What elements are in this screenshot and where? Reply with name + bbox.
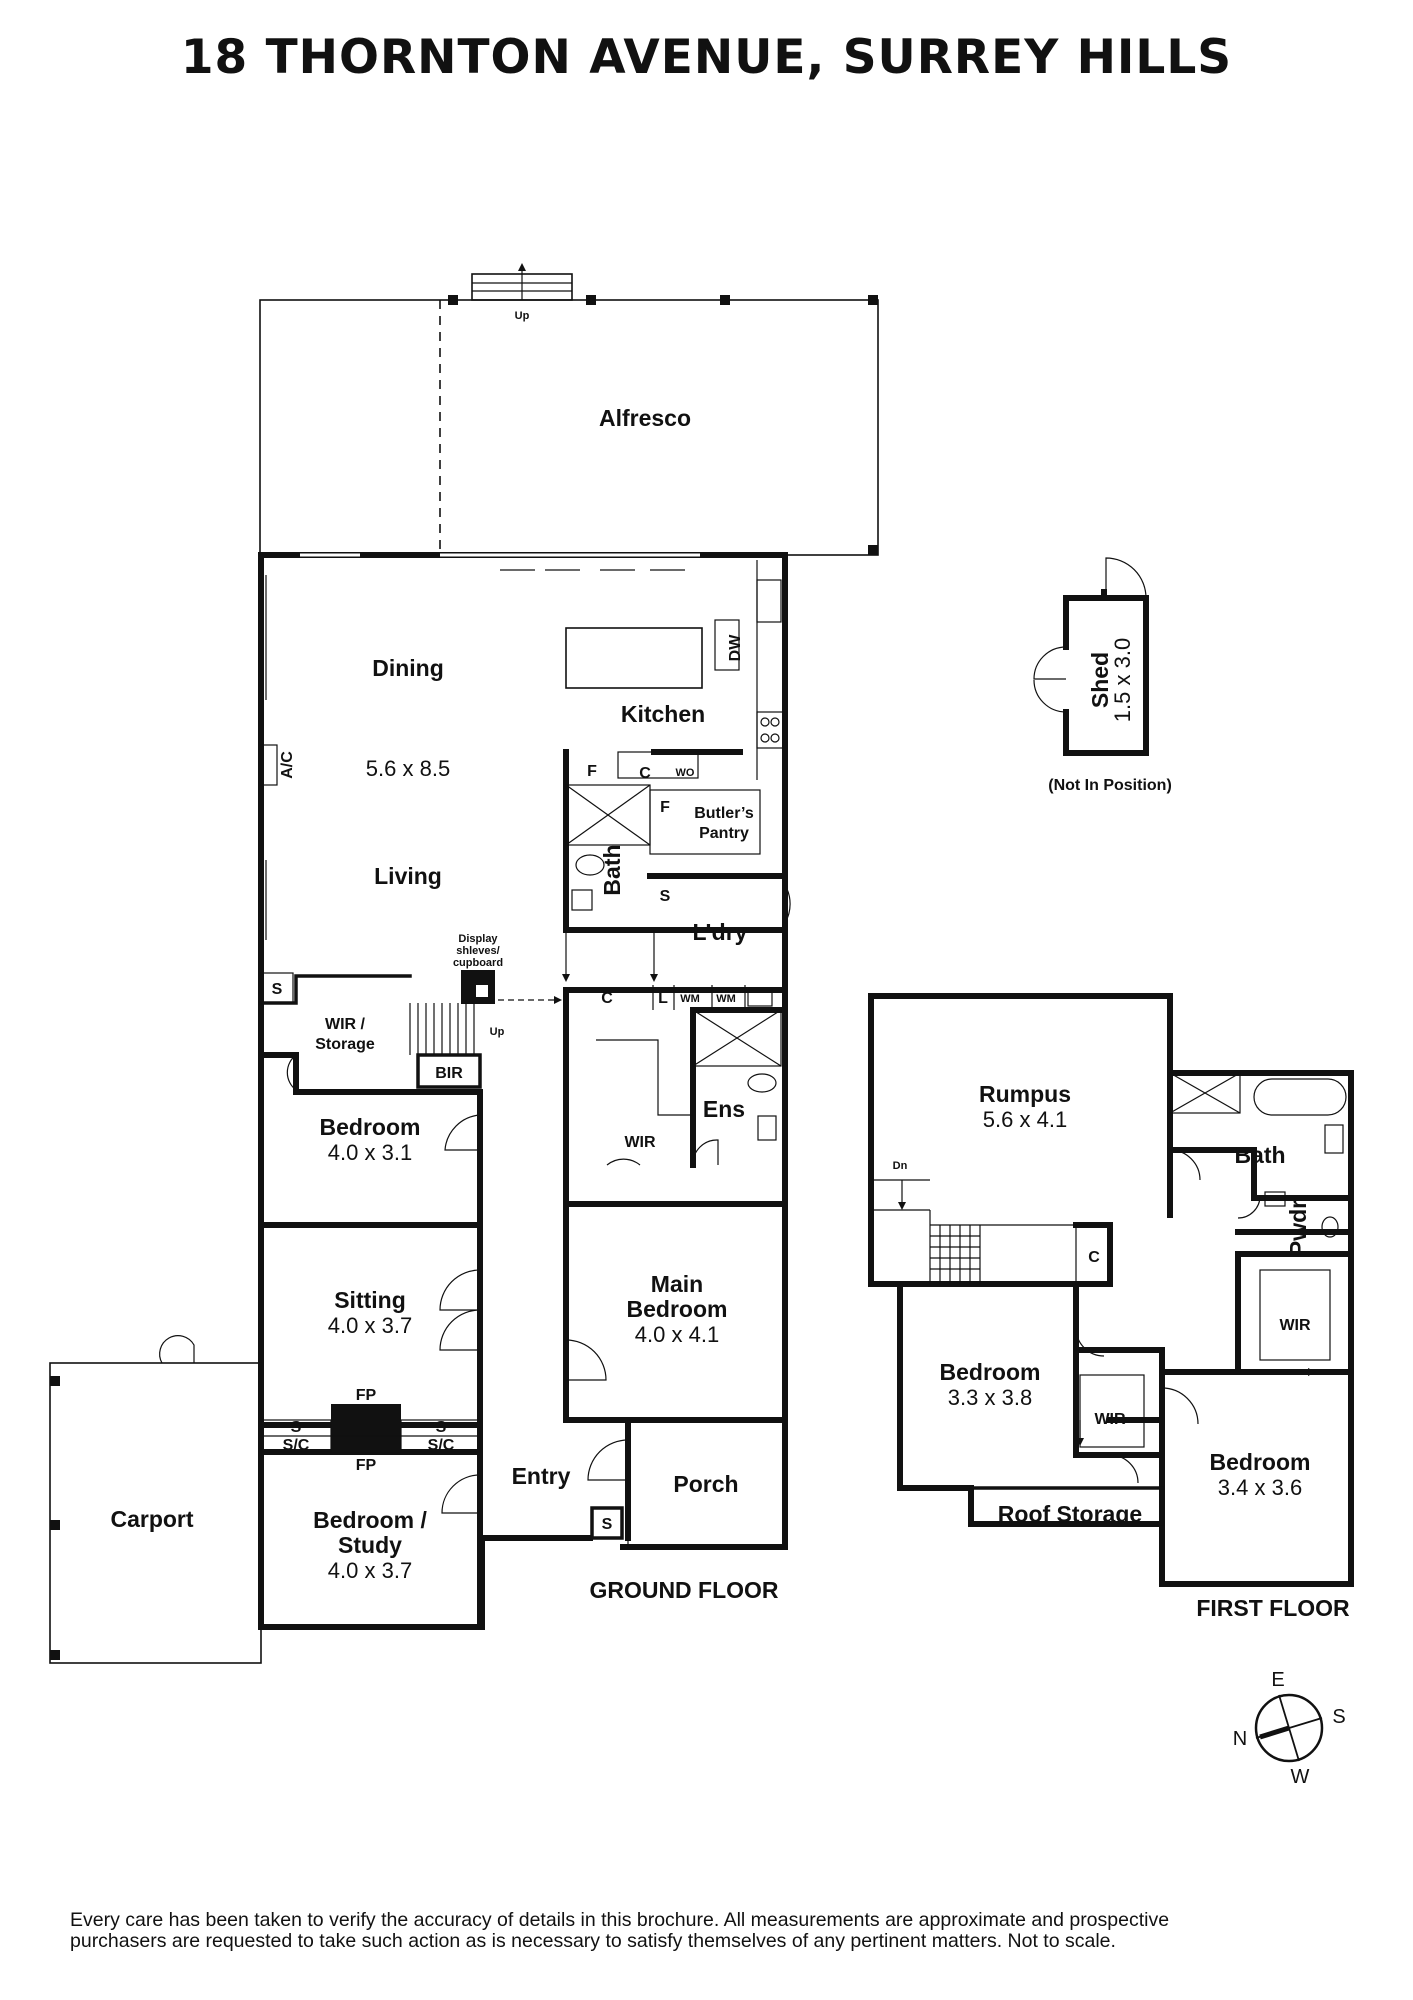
room-bedroom-study-1: Bedroom / (313, 1507, 427, 1533)
room-bedroom1-dim: 4.0 x 3.1 (328, 1140, 412, 1165)
display-label-2: shleves/ (456, 945, 499, 957)
room-shed: Shed (1087, 652, 1113, 708)
room-kitchen: Kitchen (621, 701, 705, 727)
ground-floor-fixtures (260, 560, 791, 1548)
s-laundry-label: S (660, 888, 671, 905)
wm2-label: WM (716, 993, 736, 1005)
c-first-label: C (1088, 1249, 1100, 1266)
room-porch: Porch (673, 1471, 738, 1497)
room-rumpus: Rumpus (979, 1081, 1071, 1107)
room-laundry: L’dry (693, 919, 748, 945)
fp-top-label: FP (356, 1387, 377, 1404)
room-roof-storage: Roof Storage (998, 1501, 1142, 1527)
room-dining: Dining (372, 655, 444, 681)
room-main-bedroom-dim: 4.0 x 4.1 (635, 1322, 719, 1347)
room-butlers-pantry-1: Butler’s (694, 805, 754, 822)
label-first-floor: FIRST FLOOR (1196, 1595, 1350, 1621)
disclaimer: Every care has been taken to verify the … (70, 1910, 1370, 1952)
room-ens: Ens (703, 1096, 745, 1122)
room-rumpus-dim: 5.6 x 4.1 (983, 1107, 1067, 1132)
c-kitchen-label: C (639, 765, 651, 782)
compass-w: W (1291, 1766, 1310, 1788)
disclaimer-line-1: Every care has been taken to verify the … (70, 1909, 1170, 1931)
room-wir-storage-2: Storage (315, 1036, 375, 1053)
room-pwdr: Pwdr (1285, 1200, 1311, 1256)
compass-e: E (1271, 1669, 1284, 1691)
room-wir-storage-1: WIR / (325, 1016, 366, 1033)
display-label-1: Display (458, 933, 498, 945)
room-wir-main: WIR (624, 1134, 656, 1151)
s-entry-label: S (602, 1516, 613, 1533)
compass-icon (1254, 1693, 1324, 1763)
room-bedroom2-dim: 3.3 x 3.8 (948, 1385, 1032, 1410)
alfresco-area (259, 263, 879, 556)
dw-label: DW (727, 634, 744, 662)
room-bedroom3-dim: 3.4 x 3.6 (1218, 1475, 1302, 1500)
page-title: 18 THORNTON AVENUE, SURREY HILLS (180, 30, 1233, 85)
up-label-alfresco: Up (515, 310, 530, 322)
room-bedroom2: Bedroom (940, 1359, 1041, 1385)
wo-label: WO (676, 767, 695, 779)
room-alfresco: Alfresco (599, 405, 691, 431)
room-main-bedroom-1: Main (651, 1271, 703, 1297)
room-carport: Carport (110, 1506, 193, 1532)
room-bath-first: Bath (1234, 1142, 1285, 1168)
f-pantry-label: F (660, 799, 670, 816)
room-bath-ground: Bath (599, 844, 625, 895)
s-left-label: S (291, 1419, 302, 1436)
ac-label: A/C (279, 751, 296, 779)
room-wir-first-right: WIR (1279, 1317, 1311, 1334)
sc-right-label: S/C (428, 1437, 455, 1454)
compass-n: N (1233, 1728, 1247, 1750)
room-living-dim: 5.6 x 8.5 (366, 756, 450, 781)
room-bedroom1: Bedroom (320, 1114, 421, 1140)
l-hall-label: L (658, 990, 668, 1007)
room-shed-dim: 1.5 x 3.0 (1110, 638, 1135, 722)
up-label-stairs: Up (490, 1026, 505, 1038)
first-floor-fixtures (871, 1072, 1347, 1526)
room-entry: Entry (512, 1463, 571, 1489)
room-main-bedroom-2: Bedroom (627, 1296, 728, 1322)
sc-left-label: S/C (283, 1437, 310, 1454)
disclaimer-line-2: purchasers are requested to take such ac… (70, 1930, 1116, 1952)
display-label-3: cupboard (453, 957, 503, 969)
s-right-label: S (436, 1419, 447, 1436)
room-butlers-pantry-2: Pantry (699, 825, 749, 842)
room-living: Living (374, 863, 442, 889)
room-sitting-dim: 4.0 x 3.7 (328, 1313, 412, 1338)
c-hall-label: C (601, 990, 613, 1007)
f-kitchen-label: F (587, 763, 597, 780)
room-sitting: Sitting (334, 1287, 406, 1313)
room-bedroom-study-dim: 4.0 x 3.7 (328, 1558, 412, 1583)
compass-s: S (1332, 1706, 1345, 1728)
wm1-label: WM (680, 993, 700, 1005)
dn-label-stairs: Dn (893, 1160, 908, 1172)
room-bedroom-study-2: Study (338, 1532, 402, 1558)
bir-label: BIR (435, 1065, 463, 1082)
carport-outline (49, 1335, 262, 1664)
label-ground-floor: GROUND FLOOR (589, 1577, 778, 1603)
shed-not-in-position: (Not In Position) (1048, 777, 1172, 794)
room-wir-first-mid: WIR (1094, 1411, 1126, 1428)
shed-outline (1033, 557, 1149, 756)
s-living-label: S (272, 981, 283, 998)
fp-bottom-label: FP (356, 1457, 377, 1474)
room-bedroom3: Bedroom (1210, 1449, 1311, 1475)
